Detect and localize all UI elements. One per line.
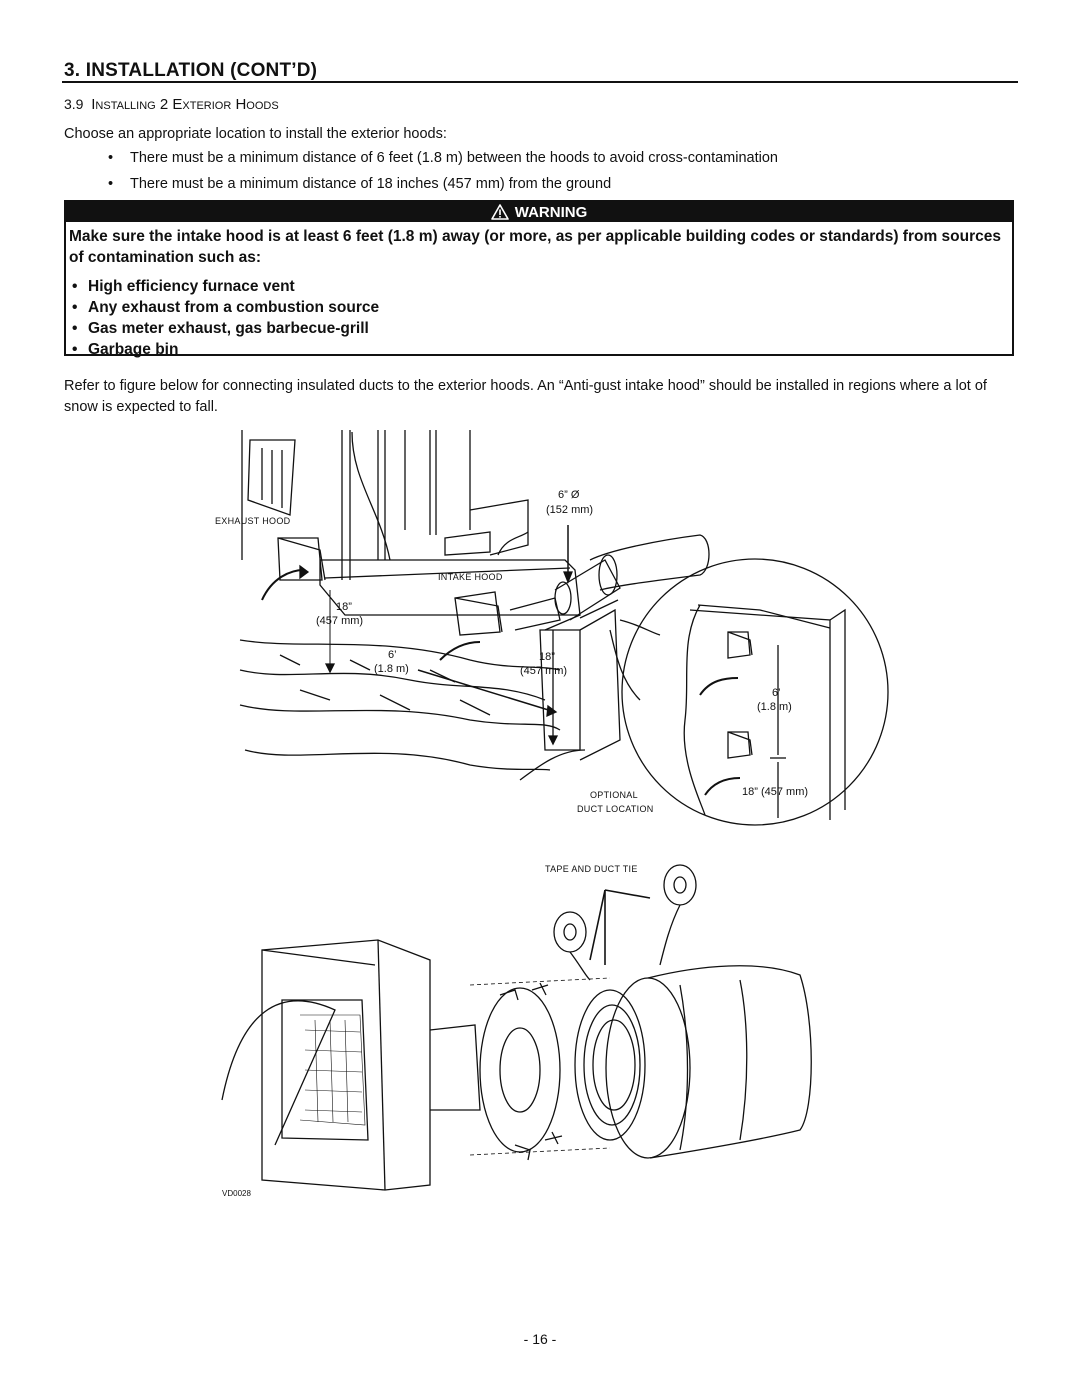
requirements-list: There must be a minimum distance of 6 fe… <box>108 150 778 202</box>
list-item: Garbage bin <box>72 341 1012 362</box>
distance-6-metric-label: (1.8 m) <box>374 663 409 675</box>
warning-heading: WARNING <box>514 204 588 221</box>
duct-connection-illustration <box>221 864 812 1191</box>
refer-text: Refer to figure below for connecting ins… <box>64 378 987 415</box>
list-item: There must be a minimum distance of 6 fe… <box>108 150 778 176</box>
figure-code-label: VD0028 <box>222 1189 251 1198</box>
distance-6-label: 6’ <box>388 649 397 661</box>
section-title-suffix: (cont’d) <box>230 60 318 81</box>
height-18-label: 18” <box>336 601 352 613</box>
page-number: - 16 - <box>523 1331 557 1347</box>
list-item: High efficiency furnace vent <box>72 278 1012 299</box>
duct-location-label: duct location <box>577 804 654 814</box>
list-item: Gas meter exhaust, gas barbecue-grill <box>72 320 1012 341</box>
title-rule <box>62 81 1018 83</box>
optional-label: Optional <box>590 790 638 800</box>
list-item: Any exhaust from a combustion source <box>72 299 1012 320</box>
intro-text: Choose an appropriate location to instal… <box>64 126 447 142</box>
section-number: 3. <box>64 60 81 81</box>
inset-6-metric-label: (1.8 m) <box>757 701 792 713</box>
warning-triangle-icon <box>490 204 509 220</box>
subsection-title: Installing 2 Exterior Hoods <box>91 96 279 113</box>
warning-header: WARNING <box>66 202 1012 222</box>
warning-box: WARNING Make sure the intake hood is at … <box>64 200 1014 359</box>
intake-hood-label: Intake hood <box>438 572 503 582</box>
tape-duct-tie-label: Tape and duct tie <box>545 864 638 874</box>
exhaust-hood-label: Exhaust hood <box>215 516 291 526</box>
inset-18-label: 18” (457 mm) <box>742 786 808 798</box>
warning-list: High efficiency furnace vent Any exhaust… <box>66 278 1012 362</box>
inset-6-label: 6’ <box>772 687 781 699</box>
section-title: 3. Installation (cont’d) <box>64 60 317 82</box>
warning-text: Make sure the intake hood is at least 6 … <box>69 228 1001 266</box>
height-18b-metric-label: (457 mm) <box>520 665 567 677</box>
diameter-metric-label: (152 mm) <box>546 504 593 516</box>
subsection-number: 3.9 <box>64 96 84 112</box>
section-title-text: Installation <box>85 60 225 81</box>
height-18b-label: 18” <box>539 651 555 663</box>
list-item: There must be a minimum distance of 18 i… <box>108 176 778 202</box>
inset-circle-illustration <box>621 558 889 826</box>
installation-diagram: Exhaust hood Intake hood 6” Ø (152 mm) 1… <box>215 430 889 1198</box>
diameter-label: 6” Ø <box>558 489 580 501</box>
subsection-heading: 3.9 Installing 2 Exterior Hoods <box>64 96 279 113</box>
height-18-metric-label: (457 mm) <box>316 615 363 627</box>
wall-scene-illustration <box>239 430 710 781</box>
